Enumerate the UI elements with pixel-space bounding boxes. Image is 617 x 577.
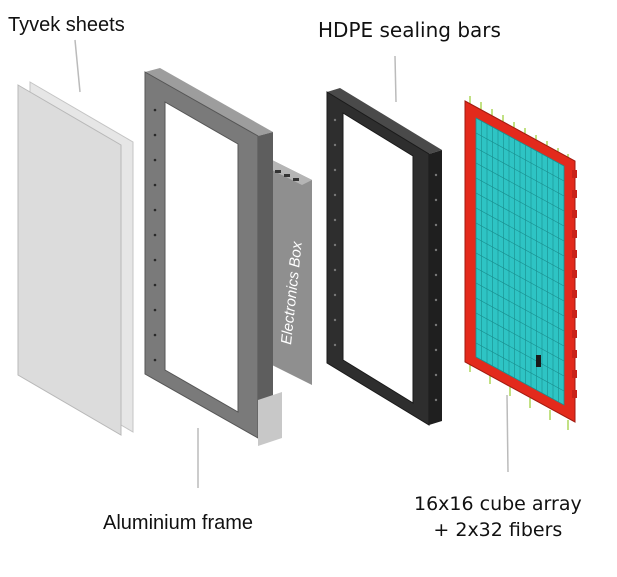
hdpe-sealing-bars-label: HDPE sealing bars xyxy=(318,18,501,42)
tyvek-sheets xyxy=(17,81,134,436)
cube-callout-line xyxy=(506,394,509,473)
cube-array-label-line2: + 2x32 fibers xyxy=(433,519,563,542)
aluminium-frame xyxy=(144,68,312,446)
tyvek-sheets-label: Tyvek sheets xyxy=(8,14,125,36)
hdpe-sealing-bars xyxy=(326,88,442,426)
tyvek-callout-line xyxy=(74,39,81,93)
hdpe-callout-line xyxy=(394,55,397,103)
cube-array-label-line1: 16x16 cube array xyxy=(414,493,582,515)
cube-array xyxy=(464,96,577,430)
cube-array-label: 16x16 cube array + 2x32 fibers xyxy=(414,491,582,543)
aluminium-frame-label: Aluminium frame xyxy=(103,512,254,534)
